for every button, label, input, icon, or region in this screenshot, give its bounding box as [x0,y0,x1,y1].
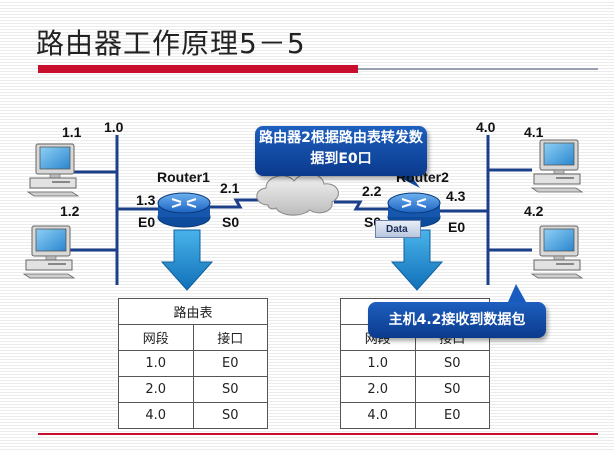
table-cell: 4.0 [118,402,194,429]
router1-icon [157,192,211,228]
arrow-router1-table-icon [160,229,214,291]
host-1-1-icon [27,143,79,197]
network-1-label: 1.0 [104,119,124,135]
wan-cloud [256,173,339,216]
routing-table-title: 路由表 [118,298,268,325]
table-cell: S0 [414,350,490,377]
table-cell: S0 [414,376,490,403]
table-row: 1.0 S0 [340,350,490,377]
host-4-1-icon [531,139,583,193]
column-header: 网段 [118,324,194,351]
table-cell: 2.0 [340,376,416,403]
router1-e0-iface: E0 [138,214,156,230]
table-row: 1.0 E0 [118,350,268,377]
table-cell: E0 [192,350,268,377]
host-1-1-label: 1.1 [62,124,82,140]
router1-e0-addr: 1.3 [136,192,156,208]
table-cell: E0 [414,402,490,429]
host-4-2-icon [531,225,583,279]
column-header: 接口 [192,324,268,351]
page-title: 路由器工作原理5－5 [36,27,306,60]
router2-e0-addr: 4.3 [446,188,466,204]
table-cell: 4.0 [340,402,416,429]
bottom-rule [38,433,598,435]
table-cell: S0 [192,402,268,429]
host-1-2-label: 1.2 [60,203,80,219]
host-4-1-label: 4.1 [524,124,544,140]
table-row: 4.0 E0 [340,402,490,429]
title-underline-gray [358,68,598,70]
router2-e0-iface: E0 [448,219,466,235]
table-cell: S0 [192,376,268,403]
table-cell: 1.0 [118,350,194,377]
table-cell: 2.0 [118,376,194,403]
router1-s0-addr: 2.1 [220,180,240,196]
network-4-label: 4.0 [476,119,496,135]
table-row: 2.0 S0 [118,376,268,403]
callout-routing: 路由器2根据路由表转发数据到E0口 [255,126,427,176]
table-row: 2.0 S0 [340,376,490,403]
table-row: 4.0 S0 [118,402,268,429]
callout-received: 主机4.2接收到数据包 [368,302,546,338]
table-cell: 1.0 [340,350,416,377]
routing-table-router1: 路由表 网段 接口 1.0 E0 2.0 S0 4.0 S0 [118,298,268,429]
arrow-router2-table-icon [390,229,444,291]
router1-name: Router1 [157,169,210,185]
router2-s0-addr: 2.2 [362,183,382,199]
title-underline-red [38,65,358,73]
host-1-2-icon [23,225,75,279]
router1-s0-iface: S0 [222,214,240,230]
data-packet: Data [375,220,421,238]
host-4-2-label: 4.2 [524,203,544,219]
